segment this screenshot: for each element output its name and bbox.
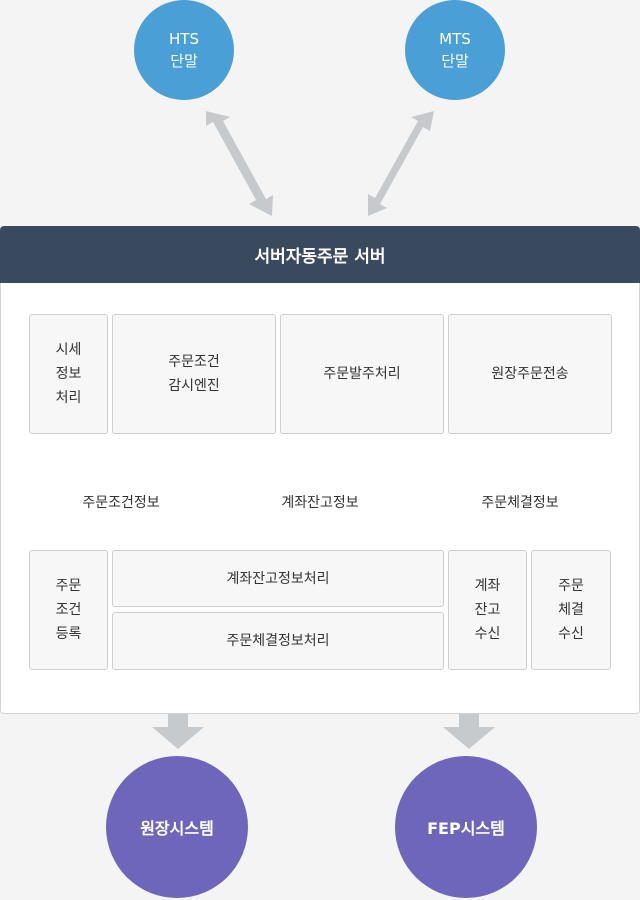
ledger-system-label: 원장시스템 <box>140 819 214 838</box>
hts-link-arrow <box>206 111 273 216</box>
hts-terminal: HTS 단말 <box>134 0 234 100</box>
mts-link-arrow <box>368 111 434 216</box>
module-remote-send-label: 원장주문전송 <box>491 366 569 382</box>
module-market-data: 시세 정보 처리 <box>29 314 108 434</box>
server-title: 서버자동주문 서버 <box>254 247 386 267</box>
process-order-register: 주문 조건 등록 <box>29 550 108 670</box>
process-order-register-line-2: 조건 <box>55 602 82 618</box>
process-balance-label: 계좌잔고정보처리 <box>226 570 330 587</box>
mts-terminal-label-2: 단말 <box>441 52 469 70</box>
mts-terminal-label-1: MTS <box>439 30 471 48</box>
mts-terminal: MTS 단말 <box>405 0 505 100</box>
module-condition-engine-line-2: 감시엔진 <box>168 378 220 394</box>
server-header: 서버자동주문 서버 <box>0 226 640 283</box>
db-order-condition-label: 주문조건정보 <box>82 495 160 511</box>
module-market-data-line-2: 정보 <box>55 366 82 382</box>
process-balance-receive: 계좌 잔고 수신 <box>448 550 527 670</box>
module-condition-engine-line-1: 주문조건 <box>168 354 220 370</box>
process-order-register-line-3: 등록 <box>55 626 82 642</box>
process-balance-receive-line-3: 수신 <box>474 626 501 642</box>
ledger-system: 원장시스템 <box>106 756 248 898</box>
process-order-register-line-1: 주문 <box>55 578 82 594</box>
module-condition-engine: 주문조건 감시엔진 <box>112 314 276 434</box>
db-account-balance-label: 계좌잔고정보 <box>281 495 359 511</box>
process-execution-label: 주문체결정보처리 <box>226 633 330 649</box>
db-order-execution-label: 주문체결정보 <box>481 495 559 511</box>
process-execution: 주문체결정보처리 <box>112 612 444 670</box>
process-balance-receive-line-2: 잔고 <box>474 602 501 618</box>
module-market-data-line-3: 처리 <box>55 390 82 406</box>
hts-terminal-label-2: 단말 <box>170 52 198 70</box>
module-market-data-line-1: 시세 <box>55 342 82 358</box>
process-execution-receive-line-2: 체결 <box>558 602 584 618</box>
process-balance: 계좌잔고정보처리 <box>112 550 444 607</box>
process-execution-receive-line-3: 수신 <box>558 626 584 642</box>
process-execution-receive-line-1: 주문 <box>558 578 584 594</box>
fep-system-label: FEP시스템 <box>427 819 505 838</box>
module-order-dispatch: 주문발주처리 <box>280 314 444 434</box>
module-order-dispatch-label: 주문발주처리 <box>323 366 401 382</box>
process-balance-receive-line-1: 계좌 <box>474 578 501 594</box>
process-execution-receive: 주문 체결 수신 <box>531 550 611 670</box>
module-remote-send: 원장주문전송 <box>448 314 612 434</box>
hts-terminal-label-1: HTS <box>169 30 199 48</box>
fep-system: FEP시스템 <box>395 756 537 898</box>
